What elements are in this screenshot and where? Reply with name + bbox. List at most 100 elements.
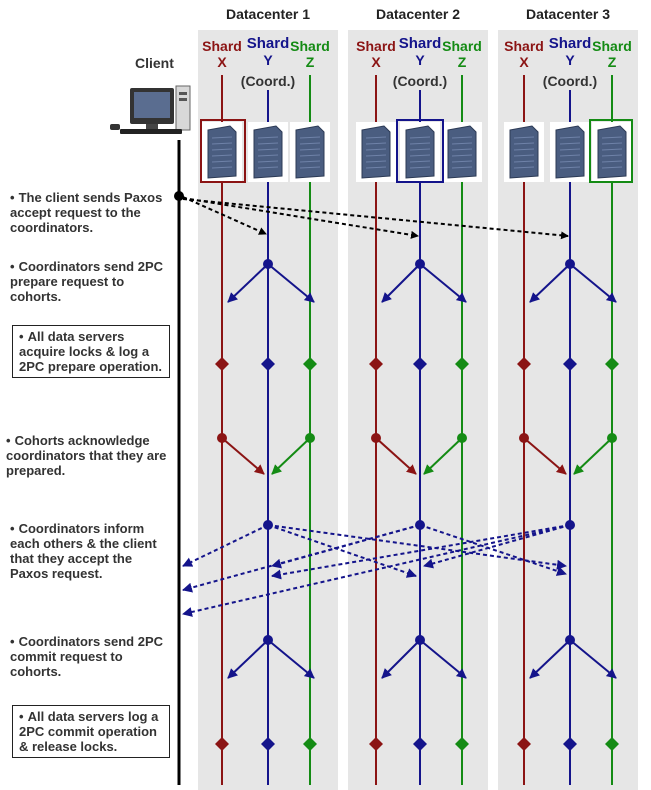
server-icon-3-y <box>550 122 590 182</box>
step-bullet: • <box>10 190 15 205</box>
server-slot <box>451 142 473 145</box>
server-slot <box>451 160 473 163</box>
server-icon-2-y <box>400 122 440 182</box>
shard-letter: X <box>519 54 529 70</box>
step-bullet: • <box>19 329 24 344</box>
accept-request-arrow-dc3 <box>182 198 569 240</box>
prepare-log-3-y <box>563 357 577 371</box>
server-slot <box>211 154 233 157</box>
server-body <box>361 125 391 179</box>
step-bullet: • <box>19 709 24 724</box>
prepare-log-2-z <box>455 357 469 371</box>
server-slot <box>409 142 431 145</box>
server-slot <box>601 148 623 151</box>
step-text: Coordinators send 2PC prepare request to… <box>10 259 164 304</box>
server-slot <box>513 148 535 151</box>
shard-letter: Z <box>457 54 467 70</box>
ack-node-x-1 <box>217 433 227 443</box>
ack-arrow-z-1 <box>271 437 311 475</box>
server-icon-2-z <box>442 122 482 182</box>
commit-arrow-z-3 <box>569 639 617 679</box>
commit-log-3-y <box>563 737 577 751</box>
step-label-6: •Coordinators send 2PC commit request to… <box>10 634 170 679</box>
step-label-1: •The client sends Paxos accept request t… <box>10 190 170 235</box>
prepare-log-3-x <box>517 357 531 371</box>
server-slot <box>409 148 431 151</box>
server-slot <box>257 166 279 169</box>
server-slot <box>211 148 233 151</box>
shard-word: Shard <box>548 35 592 52</box>
datacenter-title-2: Datacenter 2 <box>375 6 461 22</box>
server-body <box>509 125 539 179</box>
server-slot <box>559 160 581 163</box>
shard-word: Shard <box>504 38 544 54</box>
server-slot <box>299 142 321 145</box>
commit-log-2-y <box>413 737 427 751</box>
server-slot <box>365 166 387 169</box>
server-slot <box>299 148 321 151</box>
ack-node-z-3 <box>607 433 617 443</box>
step-bullet: • <box>10 634 15 649</box>
server-icon-1-x <box>202 122 242 182</box>
commit-arrow-x-3 <box>529 639 571 679</box>
server-slot <box>211 136 233 139</box>
step-text: All data servers acquire locks & log a 2… <box>19 329 163 374</box>
shard-letter: Z <box>607 54 617 70</box>
server-slot <box>257 142 279 145</box>
shard-word: Shard <box>442 38 482 54</box>
server-body <box>405 125 435 179</box>
prepare-arrow-x-2 <box>381 263 421 303</box>
server-slot <box>601 154 623 157</box>
shard-word: Shard <box>246 35 290 52</box>
server-slot <box>299 136 321 139</box>
coordinator-label-2: (Coord.) <box>392 73 448 89</box>
ack-arrow-z-3 <box>573 437 613 475</box>
ack-node-x-3 <box>519 433 529 443</box>
step-text: Cohorts acknowledge coordinators that th… <box>6 433 167 478</box>
server-slot <box>299 154 321 157</box>
prepare-arrow-z-3 <box>569 263 617 303</box>
commit-coord-node-2 <box>415 635 425 645</box>
highlight-box-dc1 <box>200 119 246 183</box>
commit-arrow-z-1 <box>267 639 315 679</box>
server-slot <box>513 142 535 145</box>
highlight-box-dc3 <box>589 119 633 183</box>
highlight-box-dc2 <box>396 119 444 183</box>
server-slot <box>211 160 233 163</box>
commit-arrow-x-2 <box>381 639 421 679</box>
step-label-4: •Cohorts acknowledge coordinators that t… <box>6 433 174 478</box>
server-slot <box>601 136 623 139</box>
shard-letter: Z <box>305 54 315 70</box>
step-text: Coordinators send 2PC commit request to … <box>10 634 164 679</box>
server-slot <box>559 148 581 151</box>
shard-letter: X <box>217 54 227 70</box>
step-bullet: • <box>6 433 11 448</box>
accept-request-arrow-dc2 <box>182 197 419 239</box>
commit-log-3-x <box>517 737 531 751</box>
ack-arrow-z-2 <box>423 437 463 475</box>
server-slot <box>601 142 623 145</box>
commit-arrow-z-2 <box>419 639 467 679</box>
prepare-log-1-y <box>261 357 275 371</box>
prepare-arrow-x-3 <box>529 263 571 303</box>
server-slot <box>601 160 623 163</box>
server-slot <box>513 160 535 163</box>
server-slot <box>451 166 473 169</box>
commit-log-3-z <box>605 737 619 751</box>
commit-log-1-z <box>303 737 317 751</box>
accept-request-arrow-dc1 <box>182 196 267 235</box>
server-slot <box>409 166 431 169</box>
server-body <box>295 125 325 179</box>
inform-coord-node-3 <box>565 520 575 530</box>
shard-letter: X <box>371 54 381 70</box>
step-label-2: •Coordinators send 2PC prepare request t… <box>10 259 170 304</box>
server-slot <box>299 166 321 169</box>
step-label-3: •All data servers acquire locks & log a … <box>12 325 170 378</box>
inform-arrow-2 <box>267 524 567 570</box>
server-slot <box>211 142 233 145</box>
